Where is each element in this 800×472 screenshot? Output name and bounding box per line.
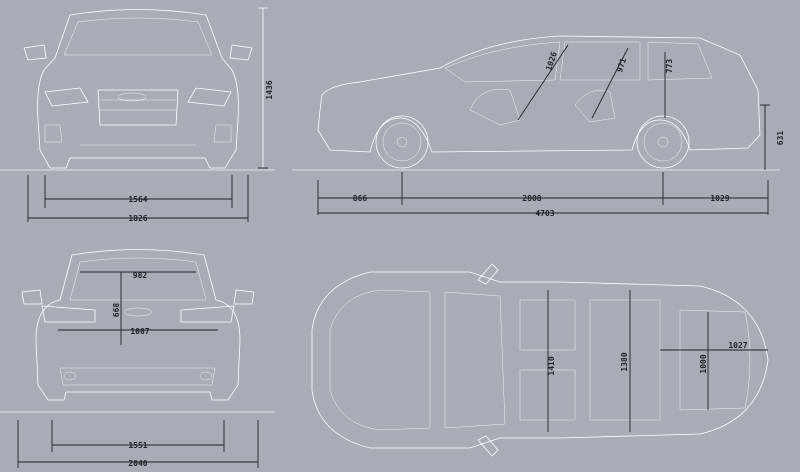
hatch-width-label: 982 [133,271,148,280]
rear-elbow-width-label: 1380 [620,352,629,371]
rear-overhang-label: 1029 [710,194,729,203]
top-view [311,263,769,457]
load-length-label: 1027 [728,341,747,350]
rear-view [0,249,275,468]
front-track-label: 1564 [128,195,147,204]
ground-clearance-label: 631 [776,131,785,146]
overall-length-label: 4703 [535,209,554,218]
load-width-label: 1007 [130,327,149,336]
front-width-label: 1826 [128,214,147,223]
wheelbase-label: 2808 [522,194,541,203]
hatch-height-label: 668 [112,303,121,318]
width-with-mirrors-label: 2040 [128,459,147,468]
front-view [0,7,275,222]
rear-headroom-label: 971 [615,57,628,74]
overall-height-label: 1436 [265,80,274,99]
side-view [292,35,780,215]
seat-height-label: 773 [665,59,674,74]
rear-track-label: 1551 [128,441,147,450]
load-width-arches-label: 1000 [699,354,708,373]
front-elbow-width-label: 1410 [547,356,556,375]
front-overhang-label: 866 [353,194,368,203]
